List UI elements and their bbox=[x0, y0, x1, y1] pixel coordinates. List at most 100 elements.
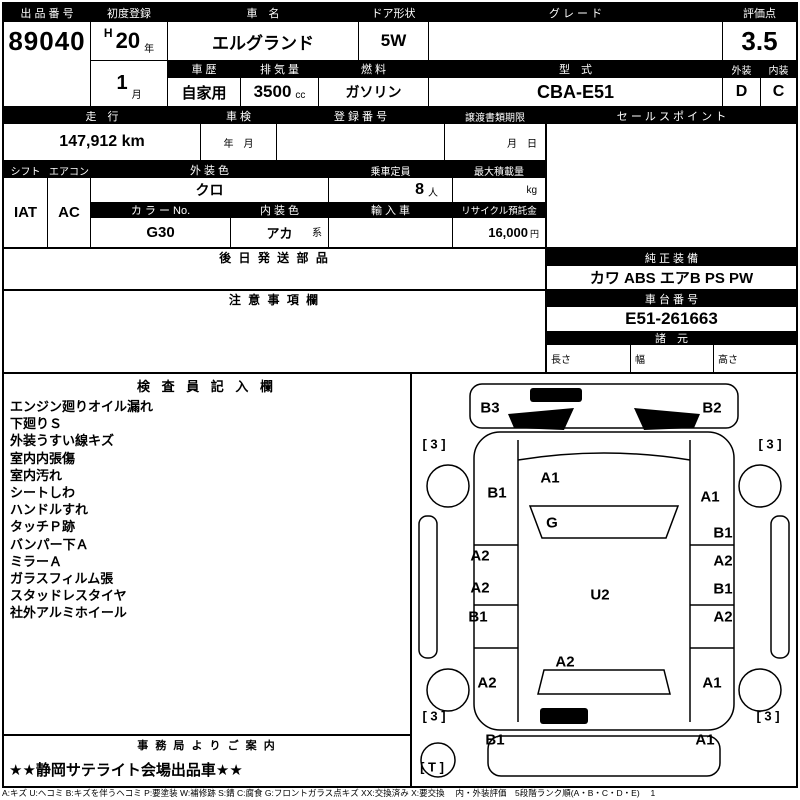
inspection-item: シートしわ bbox=[10, 485, 76, 501]
fuel-header: 燃 料 bbox=[319, 60, 428, 78]
registration-number-header: 登 録 番 号 bbox=[277, 108, 444, 124]
recycle-unit: 円 bbox=[529, 229, 539, 239]
inspection-item: ミラーＡ bbox=[10, 553, 63, 569]
grade-value bbox=[429, 22, 722, 60]
inspection-item: ガラスフィルム張 bbox=[10, 571, 114, 587]
shaken-header: 車 検 bbox=[201, 108, 276, 124]
damage-code: [ 3 ] bbox=[422, 436, 446, 452]
interior-grade-header: 内装 bbox=[761, 60, 796, 78]
divider bbox=[358, 4, 359, 60]
first-registration-header: 初度登録 bbox=[91, 4, 167, 22]
damage-code: A1 bbox=[700, 488, 720, 506]
lot-number-header: 出 品 番 号 bbox=[4, 4, 90, 22]
exterior-color-header: 外 装 色 bbox=[91, 162, 328, 178]
score-value: 3.5 bbox=[741, 25, 778, 56]
damage-code: [ T ] bbox=[420, 759, 444, 775]
damage-code: B2 bbox=[702, 399, 722, 417]
inspection-item: 下廻りＳ bbox=[10, 416, 63, 432]
max-load-header: 最大積載量 bbox=[453, 162, 545, 178]
car-body-outline bbox=[473, 431, 735, 731]
exterior-grade-header: 外装 bbox=[723, 60, 760, 78]
model-header: 型 式 bbox=[429, 60, 722, 78]
notes-header: 注 意 事 項 欄 bbox=[228, 293, 321, 307]
wheel-rear-left bbox=[426, 668, 470, 712]
history-header: 車 歴 bbox=[168, 60, 240, 78]
front-grille bbox=[530, 388, 582, 402]
damage-code: A1 bbox=[702, 674, 722, 692]
hood-line bbox=[517, 452, 691, 461]
damage-code: A2 bbox=[470, 547, 490, 565]
damage-code: B1 bbox=[713, 580, 733, 598]
inspection-item: スタッドレスタイヤ bbox=[10, 588, 127, 604]
lot-number-value: 89040 bbox=[8, 25, 86, 56]
divider bbox=[200, 108, 201, 160]
damage-code: B3 bbox=[480, 399, 500, 417]
inspection-item: エンジン廻りオイル漏れ bbox=[10, 399, 154, 414]
damage-code: [ 3 ] bbox=[758, 436, 782, 452]
divider bbox=[90, 4, 91, 106]
car-name-value: エルグランド bbox=[212, 33, 314, 53]
inspection-item: バンパー下Ａ bbox=[10, 536, 89, 552]
damage-code: B1 bbox=[487, 484, 507, 502]
interior-color-name: アカ bbox=[266, 226, 293, 241]
headlight-right bbox=[634, 408, 700, 430]
legend-text: A:キズ U:ヘコミ B:キズを伴うヘコミ P:要塗装 W:補修跡 S:錆 C:… bbox=[2, 788, 656, 798]
inspection-item: 社外アルミホイール bbox=[10, 605, 127, 621]
rear-bumper-outline bbox=[487, 735, 721, 777]
shift-value: IAT bbox=[13, 204, 38, 221]
inspection-item: 室内汚れ bbox=[10, 467, 63, 483]
capacity-value: 8 人 bbox=[329, 178, 452, 202]
inspection-item: タッチＰ跡 bbox=[10, 519, 76, 535]
notes-value bbox=[4, 308, 545, 372]
chassis-number-header: 車 台 番 号 bbox=[547, 291, 796, 307]
month-unit: 月 bbox=[131, 90, 142, 101]
capacity-number: 8 bbox=[415, 181, 424, 198]
divider bbox=[760, 60, 761, 106]
chassis-number-value: E51-261663 bbox=[625, 309, 718, 328]
exterior-color-value: クロ bbox=[195, 182, 224, 198]
divider bbox=[428, 4, 429, 106]
office-notice-value: ★★静岡サテライト会場出品車★★ bbox=[9, 761, 243, 779]
import-header: 輸 入 車 bbox=[329, 202, 452, 218]
divider bbox=[276, 108, 277, 160]
inspector-notes-header: 検 査 員 記 入 欄 bbox=[136, 378, 278, 394]
divider bbox=[444, 108, 445, 160]
transfer-deadline-value: 月 日 bbox=[507, 138, 537, 150]
transfer-deadline-header: 譲渡書類期限 bbox=[445, 108, 545, 124]
divider bbox=[713, 345, 714, 372]
color-no-value: G30 bbox=[146, 224, 175, 241]
capacity-unit: 人 bbox=[428, 188, 438, 199]
damage-code: A2 bbox=[555, 653, 575, 671]
first-registration-month: 1 月 bbox=[91, 60, 167, 106]
fuel-value: ガソリン bbox=[345, 84, 402, 100]
displacement-value: 3500 cc bbox=[241, 78, 318, 106]
import-value bbox=[329, 218, 452, 247]
damage-code: [ 3 ] bbox=[756, 708, 780, 724]
side-sill-right bbox=[770, 515, 790, 659]
sales-point-value bbox=[547, 124, 796, 247]
later-parts-header: 後 日 発 送 部 品 bbox=[219, 251, 330, 265]
interior-color-suffix: 系 bbox=[312, 228, 322, 239]
wheel-front-right bbox=[738, 464, 782, 508]
aircon-header: エアコン bbox=[48, 162, 90, 178]
sales-point-header: セ ー ル ス ポ イ ン ト bbox=[547, 108, 796, 124]
inspection-item: ハンドルすれ bbox=[10, 502, 89, 518]
spec-width-label: 幅 bbox=[635, 355, 645, 366]
color-no-header: カ ラ ー No. bbox=[91, 202, 230, 218]
office-notice-header: 事 務 局 よ り ご 案 内 bbox=[137, 740, 277, 752]
rear-window bbox=[537, 669, 671, 695]
damage-code: B1 bbox=[485, 731, 505, 749]
shaken-value: 年 月 bbox=[223, 138, 254, 150]
notes-block: 注 意 事 項 欄 bbox=[2, 289, 547, 374]
max-load-value: kg bbox=[526, 184, 537, 196]
front-bumper-outline bbox=[469, 383, 739, 429]
damage-code: B1 bbox=[713, 524, 733, 542]
displacement-number: 3500 bbox=[253, 82, 292, 101]
divider bbox=[722, 4, 723, 106]
later-parts-block: 後 日 発 送 部 品 bbox=[2, 247, 547, 291]
shift-header: シフト bbox=[4, 162, 47, 178]
model-value: CBA-E51 bbox=[536, 81, 615, 102]
recycle-deposit-header: リサイクル預託金 bbox=[453, 202, 545, 218]
